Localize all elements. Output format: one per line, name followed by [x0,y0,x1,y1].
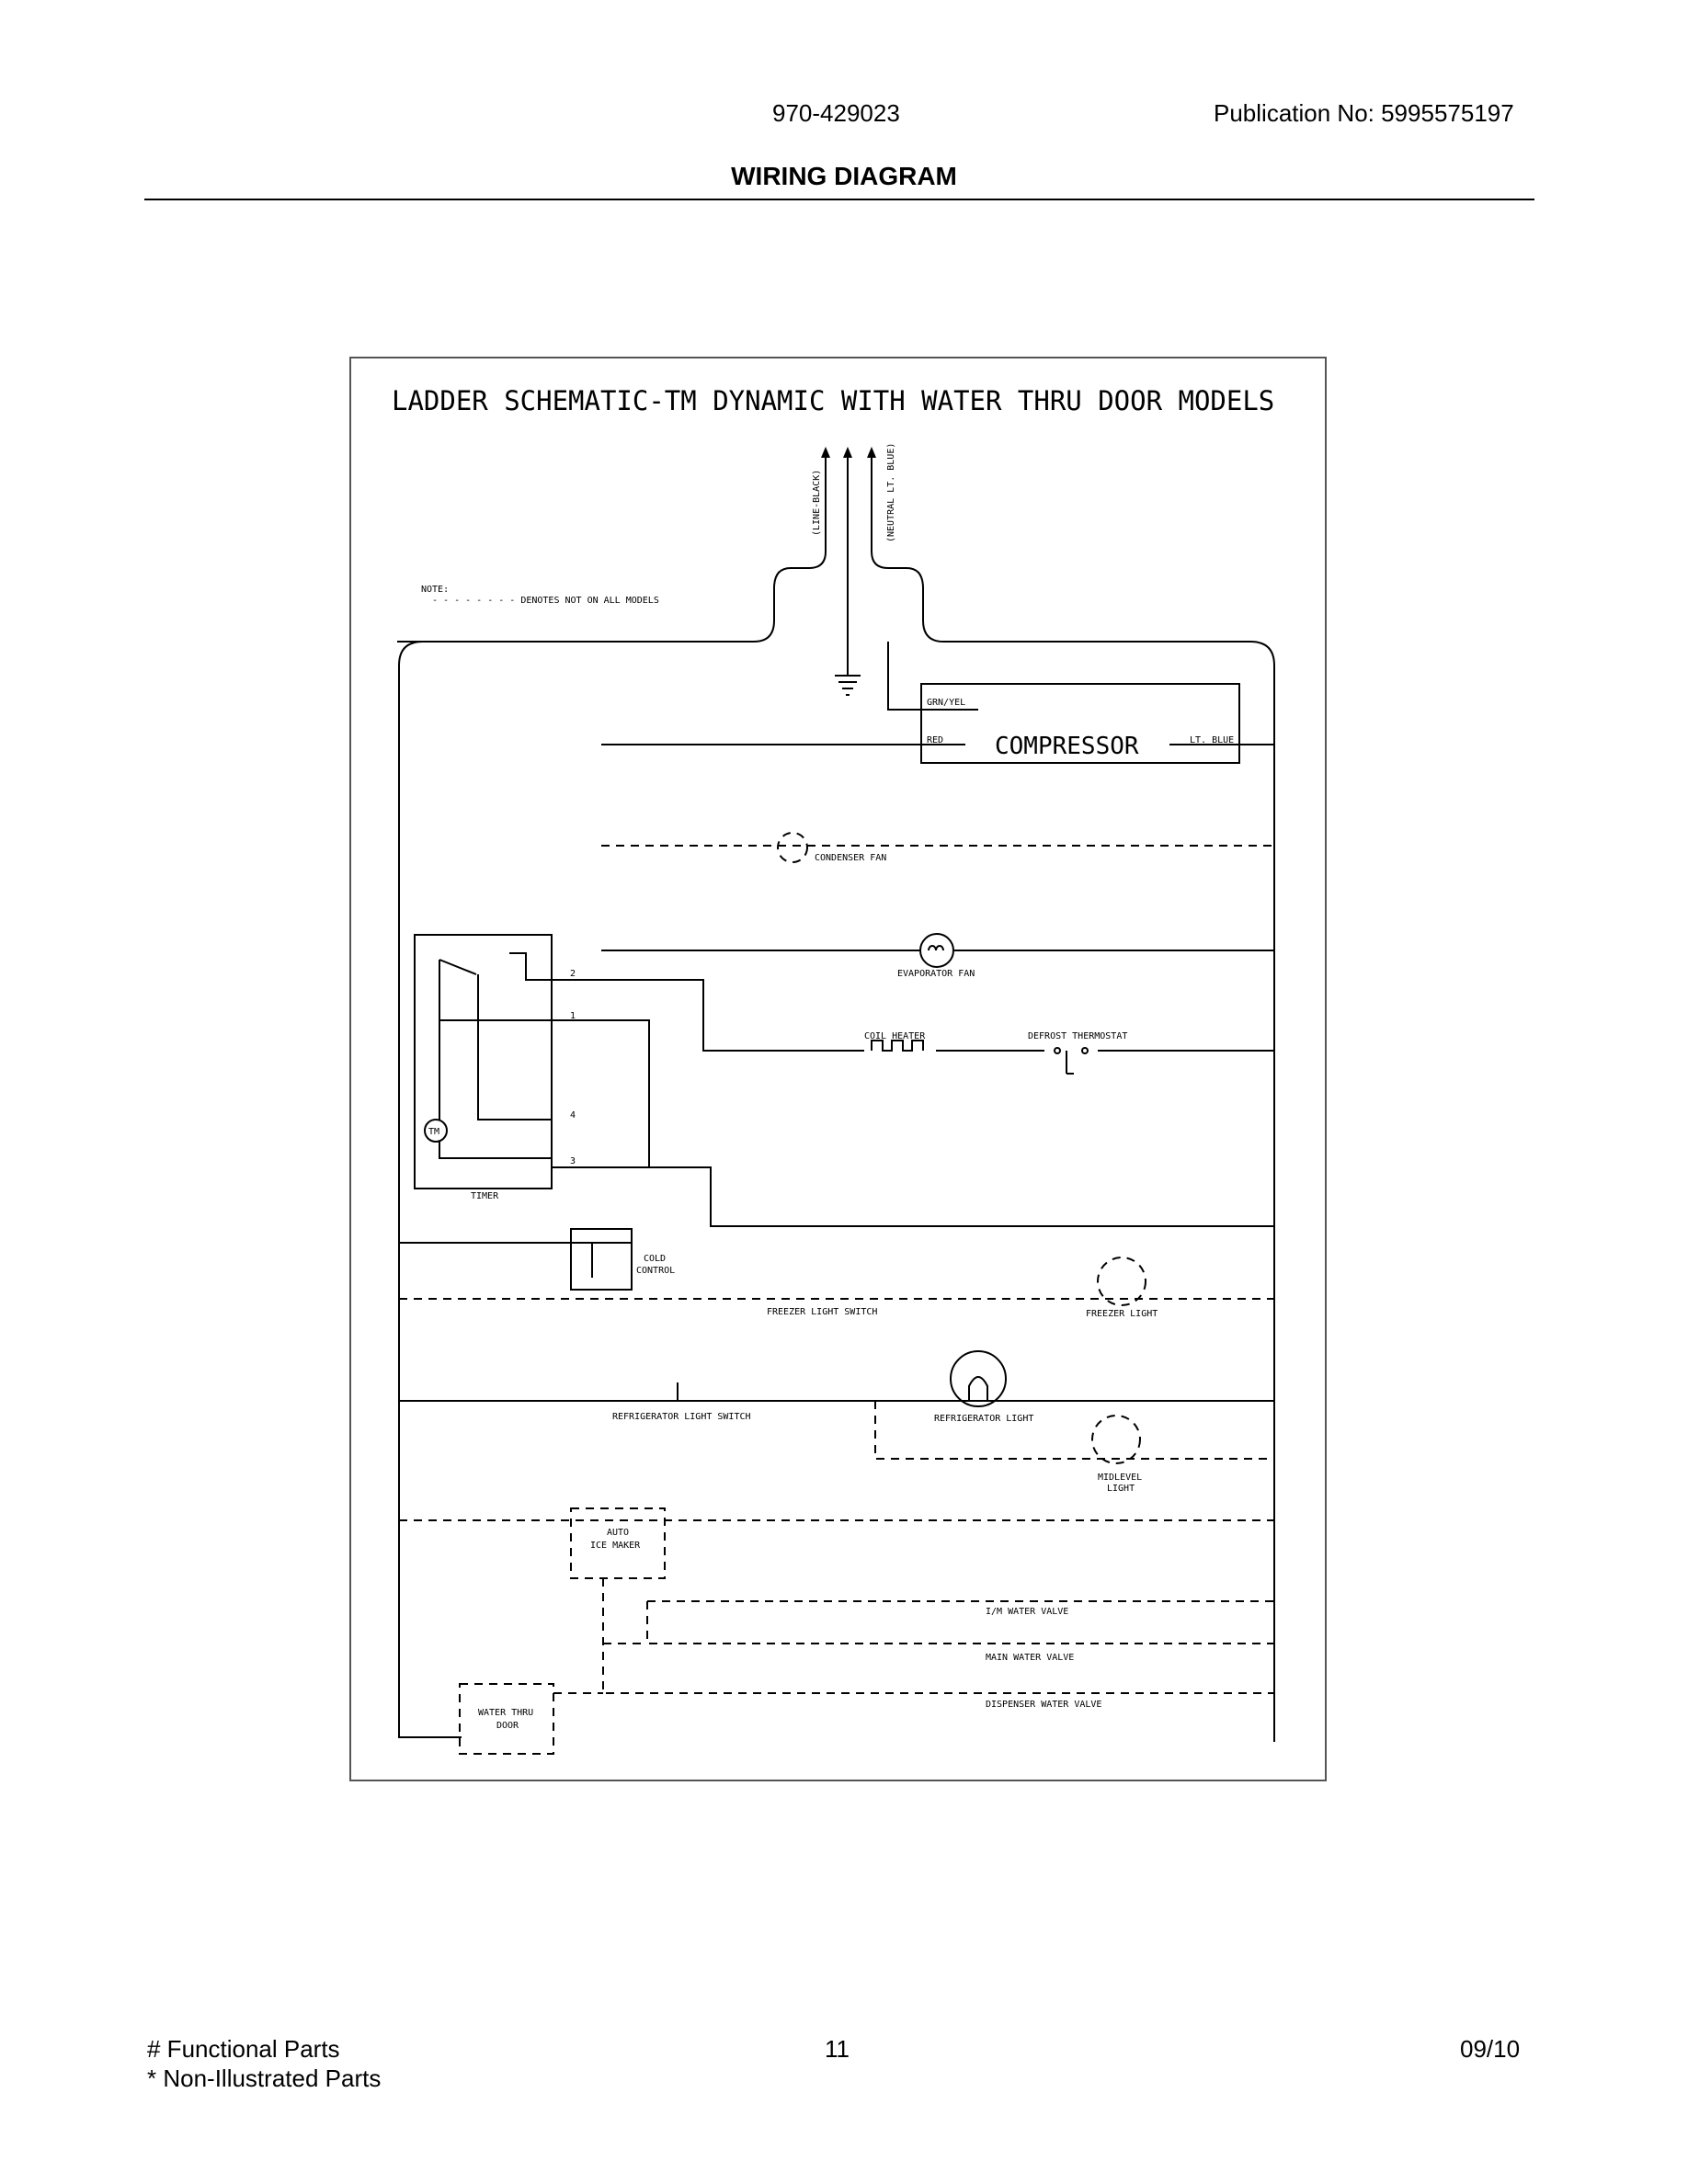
midlevel-light-label-1: MIDLEVEL [1098,1473,1142,1483]
note-label: NOTE: [421,585,449,595]
refrigerator-light-label: REFRIGERATOR LIGHT [934,1414,1033,1424]
schematic-frame [349,357,1327,1781]
condenser-fan-label: CONDENSER FAN [815,853,886,863]
terminal-2: 2 [570,969,576,979]
cold-control-label-1: COLD [644,1254,666,1264]
im-water-valve-label: I/M WATER VALVE [986,1607,1068,1617]
document-number: 970-429023 [772,99,900,127]
cold-control: COLD CONTROL [399,1228,675,1291]
refrigerator-light-circuit: REFRIGERATOR LIGHT SWITCH REFRIGERATOR L… [399,1350,1274,1494]
publication-number: Publication No: 5995575197 [1214,99,1514,127]
freezer-light-switch-label: FREEZER LIGHT SWITCH [767,1307,877,1317]
defrost-thermostat-label: DEFROST THERMOSTAT [1028,1031,1127,1041]
auto-ice-maker-label-1: AUTO [607,1528,629,1538]
ice-and-water-circuit: AUTO ICE MAKER I/M WATER VALVE MAIN WATE… [399,1507,1274,1755]
note-text: - - - - - - - - DENOTES NOT ON ALL MODEL… [432,596,659,606]
coil-heater-label: COIL HEATER [864,1031,926,1041]
grn-yel-label: GRN/YEL [927,698,965,708]
page-number: 11 [825,2035,850,2063]
terminal-4: 4 [570,1110,576,1120]
dispenser-water-valve-label: DISPENSER WATER VALVE [986,1700,1101,1710]
condenser-fan: CONDENSER FAN [601,832,1274,863]
footer-functional-parts: # Functional Parts [147,2035,340,2063]
line-label: (LINE-BLACK) [812,470,822,536]
midlevel-light-label-2: LIGHT [1107,1484,1135,1494]
supply-leads: (LINE-BLACK) (NEUTRAL LT. BLUE) [395,443,1275,1742]
evaporator-fan: EVAPORATOR FAN [601,933,1274,979]
cold-control-label-2: CONTROL [636,1266,675,1276]
page-title: WIRING DIAGRAM [731,162,957,190]
schematic-title: LADDER SCHEMATIC-TM DYNAMIC WITH WATER T… [392,385,1274,416]
main-water-valve-label: MAIN WATER VALVE [986,1653,1074,1663]
red-label: RED [927,735,943,745]
freezer-light-label: FREEZER LIGHT [1086,1309,1158,1319]
footer-non-illustrated-parts: * Non-Illustrated Parts [147,2065,382,2092]
defrost-timer: TM TIMER 2 1 4 3 [414,934,1274,1227]
water-thru-door-label-2: DOOR [496,1721,519,1731]
terminal-1: 1 [570,1011,576,1021]
footer-date: 09/10 [1460,2035,1521,2063]
defrost-circuit: COIL HEATER DEFROST THERMOSTAT [552,979,1274,1075]
terminal-3: 3 [570,1156,576,1166]
timer-label: TIMER [471,1191,499,1201]
water-thru-door-label-1: WATER THRU [478,1708,533,1718]
ground-symbol [835,642,978,711]
timer-motor-label: TM [428,1127,439,1137]
refrigerator-light-switch-label: REFRIGERATOR LIGHT SWITCH [612,1412,751,1422]
compressor: GRN/YEL RED COMPRESSOR LT. BLUE [601,683,1274,764]
lt-blue-label: LT. BLUE [1190,735,1234,745]
auto-ice-maker-label-2: ICE MAKER [590,1541,641,1551]
neutral-label: (NEUTRAL LT. BLUE) [886,443,896,542]
header-divider [144,199,1534,200]
evaporator-fan-label: EVAPORATOR FAN [897,969,975,979]
freezer-light-circuit: FREEZER LIGHT SWITCH FREEZER LIGHT [399,1257,1274,1319]
compressor-label: COMPRESSOR [995,733,1139,760]
